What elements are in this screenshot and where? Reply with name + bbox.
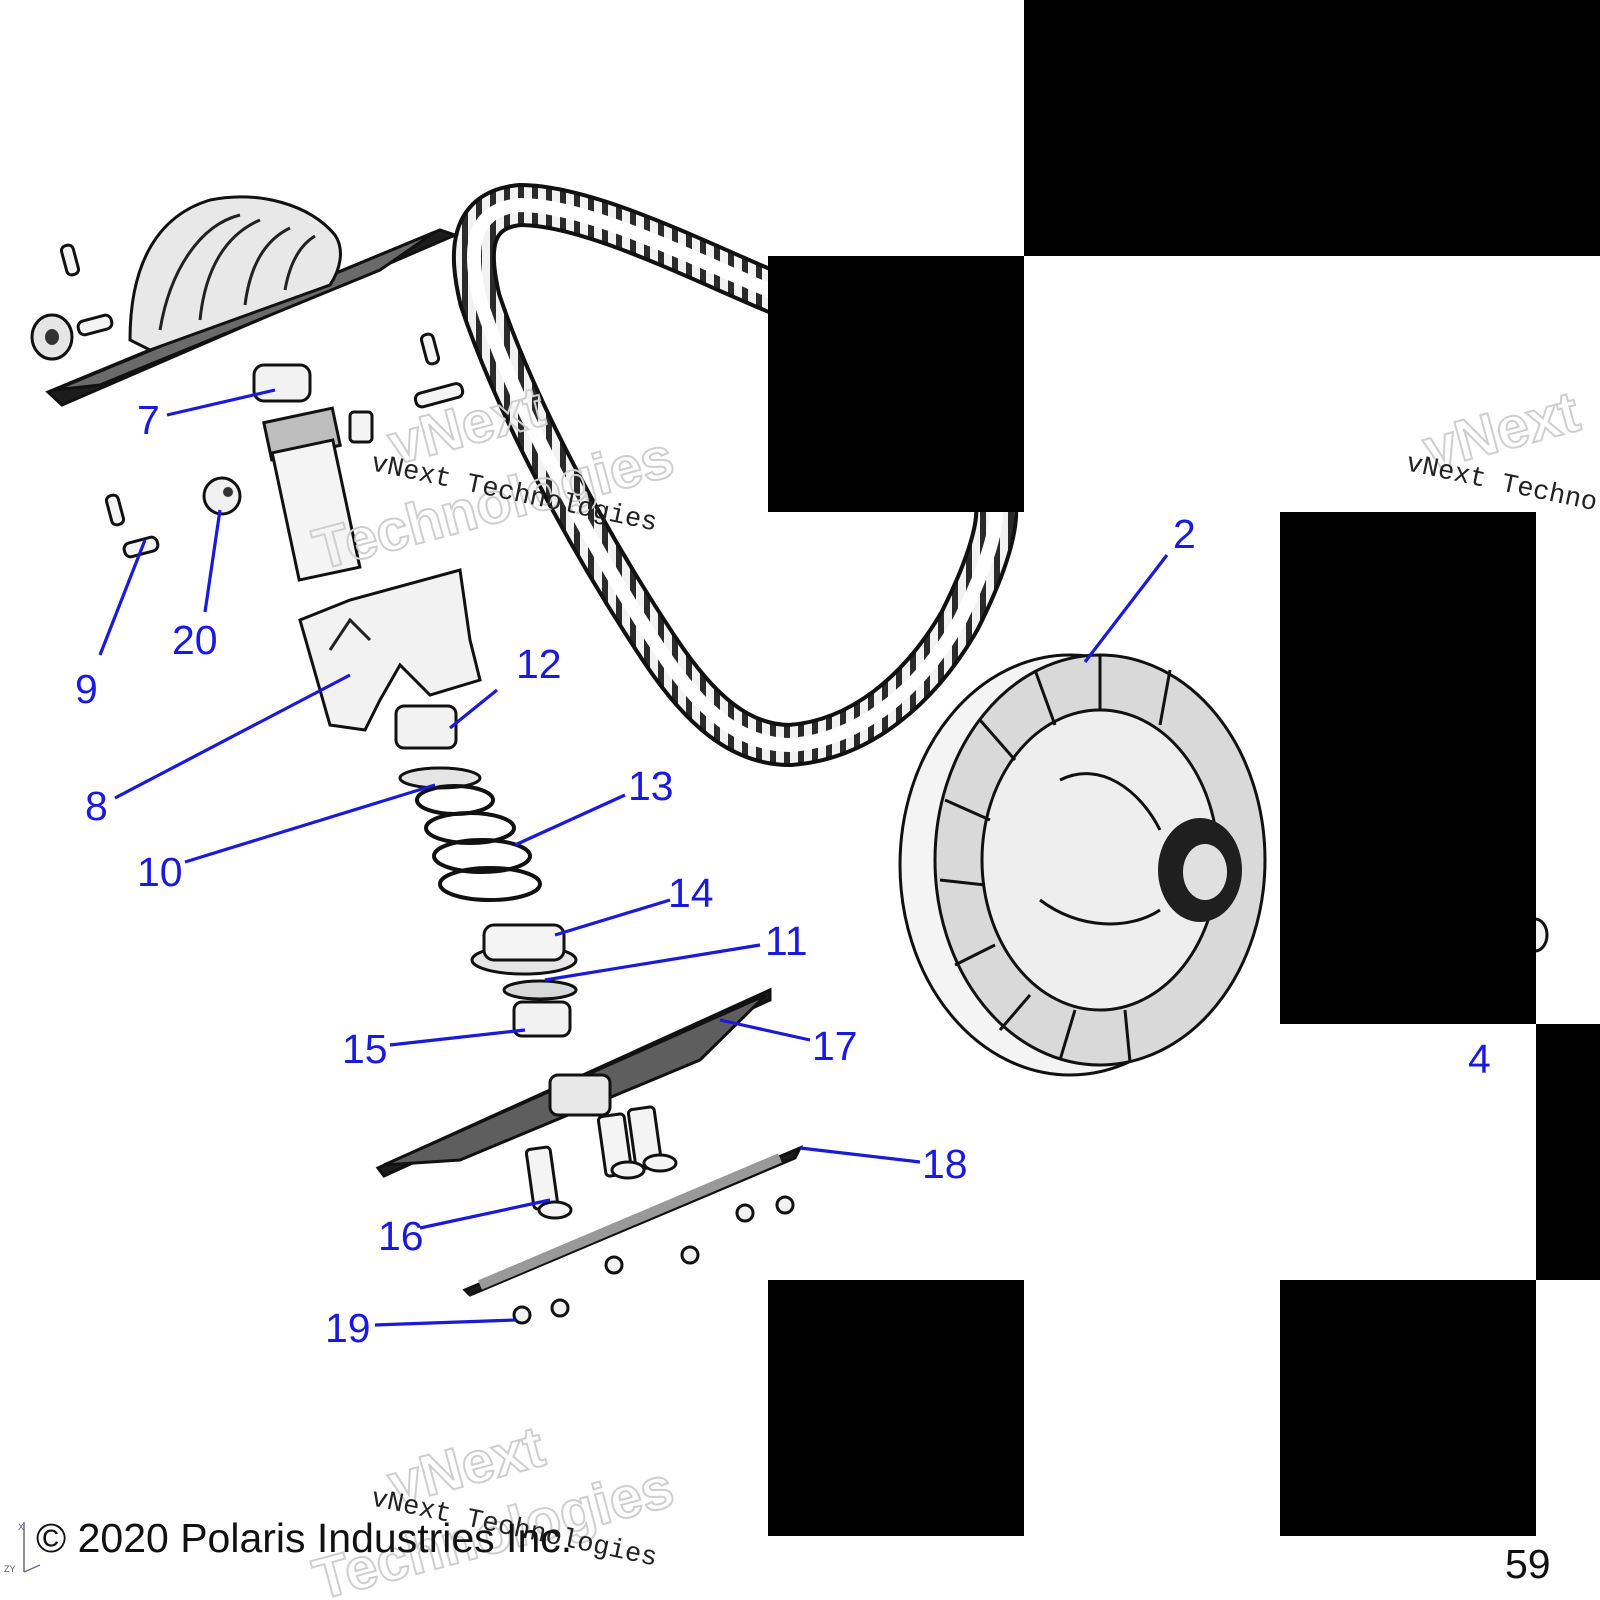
- callout-15[interactable]: 15: [342, 1026, 388, 1072]
- leader-lines: [98, 388, 1169, 1327]
- callout-12[interactable]: 12: [516, 641, 562, 687]
- svg-text:X: X: [18, 1522, 24, 1532]
- callout-19[interactable]: 19: [325, 1305, 371, 1351]
- callout-8[interactable]: 8: [85, 783, 108, 829]
- svg-text:ZY: ZY: [4, 1564, 16, 1574]
- moveable-sheave-17: [375, 987, 772, 1178]
- callout-18[interactable]: 18: [922, 1141, 968, 1187]
- ring-11: [502, 979, 578, 1001]
- drive-belt: [451, 182, 1019, 768]
- axis-triad-icon: X ZY: [4, 1522, 41, 1574]
- spring-13: [415, 784, 542, 902]
- redaction-blocks: [768, 0, 1600, 1536]
- callout-14[interactable]: 14: [668, 870, 714, 916]
- bushing-12: [394, 704, 458, 750]
- callout-2[interactable]: 2: [1173, 511, 1196, 557]
- driven-clutch-2: [898, 653, 1267, 1077]
- page-number: 59: [1505, 1541, 1551, 1587]
- callout-7[interactable]: 7: [137, 397, 160, 443]
- watermark-center: vNext Technologies vNext Technologies: [306, 373, 682, 584]
- callout-4[interactable]: 4: [1468, 1036, 1491, 1082]
- callout-10[interactable]: 10: [137, 849, 183, 895]
- spider-8: [298, 568, 482, 732]
- copyright-text: © 2020 Polaris Industries Inc.: [36, 1515, 572, 1561]
- cover-plate-18: [462, 1145, 804, 1297]
- stationary-sheave: [45, 195, 460, 407]
- roller-pin-set: [30, 243, 465, 559]
- callout-16[interactable]: 16: [378, 1213, 424, 1259]
- screws-19: [512, 1195, 795, 1325]
- callout-17[interactable]: 17: [812, 1023, 858, 1069]
- shaft: [262, 406, 362, 582]
- callout-20[interactable]: 20: [172, 617, 218, 663]
- bushing-7: [252, 363, 312, 403]
- callout-numbers: 2 4 7 8 9 10 11 12 13 14 15 16 17 18 19 …: [75, 397, 1491, 1351]
- spring-cup-14: [470, 923, 578, 976]
- callout-9[interactable]: 9: [75, 666, 98, 712]
- watermark-bottom: vNext Technologies: [306, 1413, 682, 1600]
- bolts-16: [524, 1105, 678, 1220]
- bushing-15: [512, 1000, 572, 1038]
- callout-13[interactable]: 13: [628, 763, 674, 809]
- callout-11[interactable]: 11: [765, 918, 808, 964]
